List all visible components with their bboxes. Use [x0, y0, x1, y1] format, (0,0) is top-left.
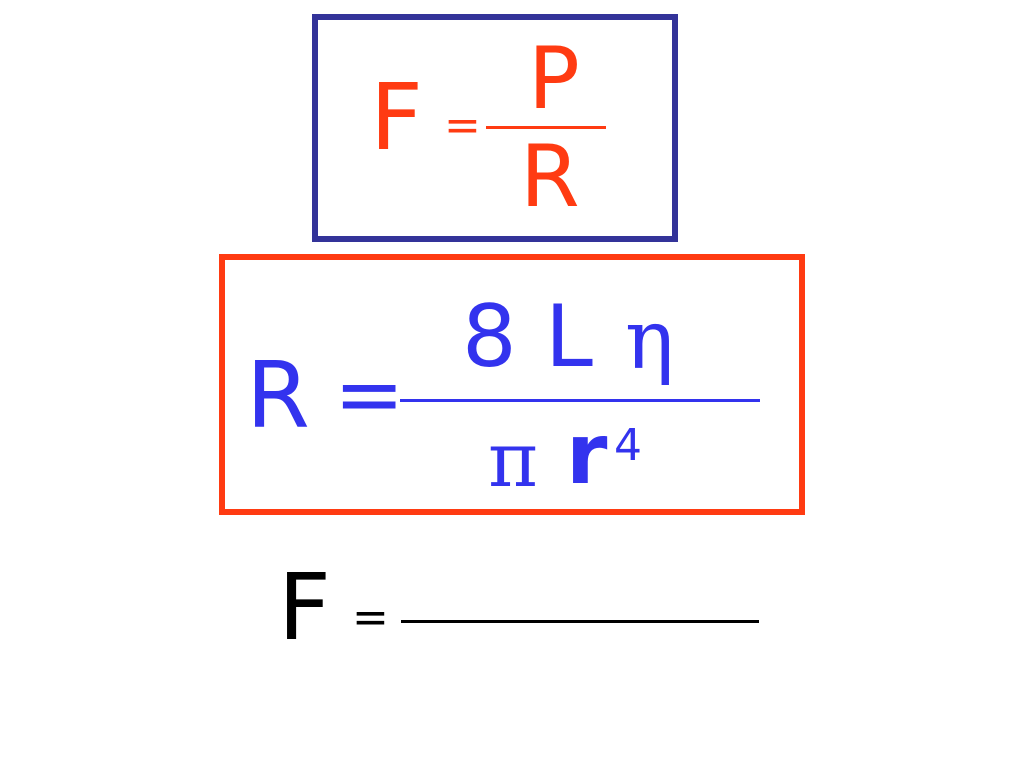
resistance-equation-box	[219, 254, 805, 515]
blank-equals-sign: =	[352, 592, 389, 643]
blank-answer-line	[401, 620, 759, 623]
resistance-denominator-radius: r	[566, 405, 608, 503]
resistance-numerator-viscosity: η	[625, 293, 675, 388]
resistance-denominator-exponent: 4	[614, 420, 642, 471]
resistance-fraction-bar	[400, 399, 760, 402]
power-fraction-bar	[486, 126, 606, 129]
resistance-numerator-length: L	[545, 287, 593, 387]
resistance-equals-sign: =	[334, 345, 405, 443]
resistance-denominator-pi: π	[488, 415, 538, 504]
power-lhs-f: F	[370, 64, 423, 171]
power-numerator-p: P	[528, 29, 580, 129]
blank-lhs-f: F	[278, 554, 331, 661]
resistance-numerator-eight: 8	[462, 287, 517, 387]
resistance-lhs-r: R	[246, 342, 310, 449]
power-equals-sign: =	[444, 100, 481, 151]
power-denominator-r: R	[520, 127, 580, 227]
